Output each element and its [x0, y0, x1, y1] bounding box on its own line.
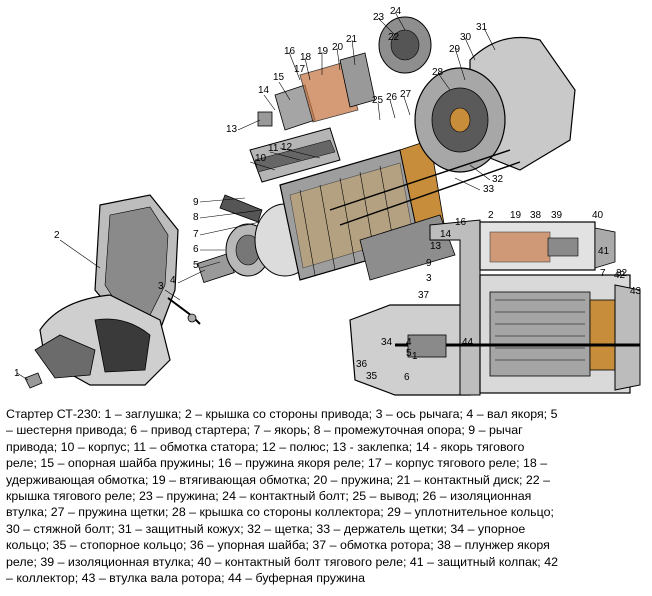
- part-number: 7: [600, 268, 606, 279]
- part-number: 16: [455, 217, 467, 228]
- caption-line: кольцо; 35 – стопорное кольцо; 36 – упор…: [6, 538, 550, 553]
- part-number: 6: [193, 244, 199, 255]
- part-number: 14: [440, 229, 452, 240]
- part-number: 7: [193, 229, 199, 240]
- part-number: 5: [406, 348, 412, 359]
- part-number: 32: [492, 174, 504, 185]
- part-number: 11: [268, 143, 279, 154]
- part-number: 38: [530, 210, 542, 221]
- part-number: 1: [412, 351, 418, 362]
- figure-caption: Стартер СТ-230: 1 – заглушка; 2 – крышка…: [6, 406, 646, 586]
- caption-line: втулка; 27 – пружина щетки; 28 – крышка …: [6, 505, 554, 520]
- part-number: 12: [281, 142, 293, 153]
- caption-line: удерживающая обмотка; 19 – втягивающая о…: [6, 472, 551, 487]
- part-number: 28: [432, 67, 444, 78]
- part-number: 22: [388, 32, 400, 43]
- part-number: 43: [630, 286, 642, 297]
- part-number: 36: [356, 359, 368, 370]
- part-number: 37: [418, 290, 430, 301]
- caption-line: Стартер СТ-230: 1 – заглушка; 2 – крышка…: [6, 407, 558, 421]
- part-number: 2: [54, 230, 60, 241]
- part-number: 9: [426, 258, 432, 269]
- part-number: 20: [332, 42, 344, 53]
- part-number: 31: [476, 22, 488, 33]
- caption-line: крышка тягового реле; 23 – пружина; 24 –…: [6, 489, 532, 504]
- part-number: 15: [273, 72, 285, 83]
- leader-lines: [16, 11, 496, 381]
- part-number: 3: [158, 281, 164, 292]
- cross-section: [349, 219, 641, 396]
- part-number: 17: [294, 64, 306, 75]
- part-number: 23: [373, 12, 385, 23]
- part-number: 2: [488, 210, 494, 221]
- part-number: 1: [14, 368, 20, 379]
- drive-cover: [34, 194, 179, 386]
- part-number: 13: [430, 241, 442, 252]
- caption-line: – шестерня привода; 6 – привод стартера;…: [6, 423, 523, 438]
- part-number: 5: [193, 260, 199, 271]
- part-number: 14: [258, 85, 270, 96]
- part-number: 35: [366, 371, 378, 382]
- part-number: 41: [598, 246, 610, 257]
- part-number: 39: [551, 210, 563, 221]
- caption-line: привода; 10 – корпус; 11 – обмотка стато…: [6, 439, 525, 454]
- part-number: 19: [317, 46, 329, 57]
- section-view-labels: 1 2 3 4 5 6 7 9 13 14 16 19 32 34 35 36 …: [356, 210, 642, 383]
- part-number: 4: [170, 275, 176, 286]
- part-number: 24: [390, 6, 402, 17]
- caption-line: реле; 15 – опорная шайба пружины; 16 – п…: [6, 456, 548, 471]
- part-number: 18: [300, 52, 312, 63]
- part-number: 6: [404, 372, 410, 383]
- collector-cover: [414, 36, 576, 173]
- part-number: 30: [460, 32, 472, 43]
- part-number: 9: [193, 197, 199, 208]
- part-number: 13: [226, 124, 238, 135]
- exploded-view-labels: 1 2 3 4 5 6 7 8 9 10 11 12 13 14 15 16 1…: [14, 6, 504, 379]
- part-number: 29: [449, 44, 461, 55]
- part-number: 19: [510, 210, 522, 221]
- part-number: 33: [483, 184, 495, 195]
- part-number: 27: [400, 89, 412, 100]
- starter-illustration: 1 2 3 4 5 6 7 8 9 10 11 12 13 14 15 16 1…: [14, 6, 642, 396]
- part-number: 3: [426, 273, 432, 284]
- part-number: 4: [406, 337, 412, 348]
- caption-line: – коллектор; 43 – втулка вала ротора; 44…: [6, 571, 366, 586]
- part-number: 34: [381, 337, 393, 348]
- part-number: 40: [592, 210, 604, 221]
- part-number: 8: [193, 212, 199, 223]
- part-number: 21: [346, 34, 358, 45]
- caption-line: 30 – стяжной болт; 31 – защитный кожух; …: [6, 521, 526, 536]
- part-number: 42: [614, 270, 626, 281]
- part-number: 16: [284, 46, 296, 57]
- part-number: 44: [462, 337, 474, 348]
- part-number: 26: [386, 92, 398, 103]
- part-number: 10: [255, 153, 267, 164]
- part-number: 25: [372, 95, 384, 106]
- caption-line: реле; 39 – изоляционная втулка; 40 – кон…: [6, 554, 558, 569]
- part-number: 32: [616, 268, 628, 279]
